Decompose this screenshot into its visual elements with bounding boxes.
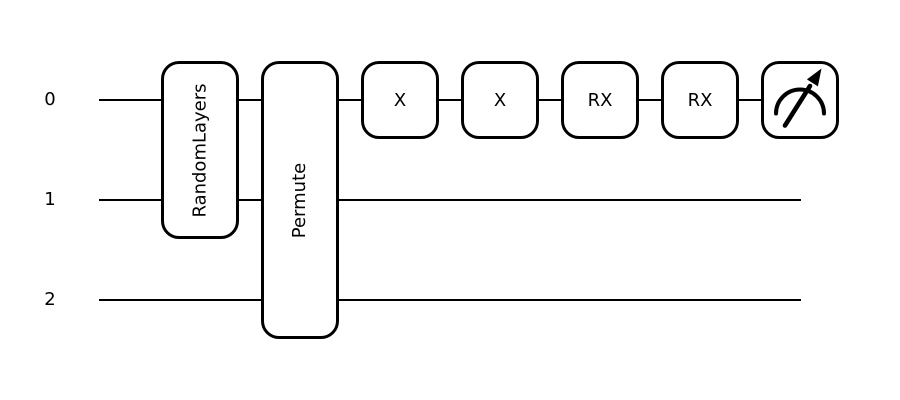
gate-permute-label: Permute <box>289 162 311 238</box>
gauge-measurement-icon <box>774 68 826 128</box>
gate-permute: Permute <box>261 61 339 339</box>
gate-x-1: X <box>361 61 439 139</box>
wire-label-2: 2 <box>44 289 56 310</box>
gate-randomlayers: RandomLayers <box>161 61 239 239</box>
gate-rx-2: RX <box>661 61 739 139</box>
wire-1 <box>99 199 801 201</box>
gate-rx-1: RX <box>561 61 639 139</box>
gate-randomlayers-label: RandomLayers <box>189 82 211 218</box>
gate-rx-2-label: RX <box>687 89 713 111</box>
measurement-gate <box>761 61 839 139</box>
gate-x-2: X <box>461 61 539 139</box>
gate-x-1-label: X <box>393 89 407 111</box>
wire-0 <box>99 99 801 101</box>
gate-rx-1-label: RX <box>587 89 613 111</box>
wire-label-0: 0 <box>44 89 56 110</box>
gate-x-2-label: X <box>493 89 507 111</box>
wire-label-1: 1 <box>44 189 56 210</box>
wire-2 <box>99 299 801 301</box>
